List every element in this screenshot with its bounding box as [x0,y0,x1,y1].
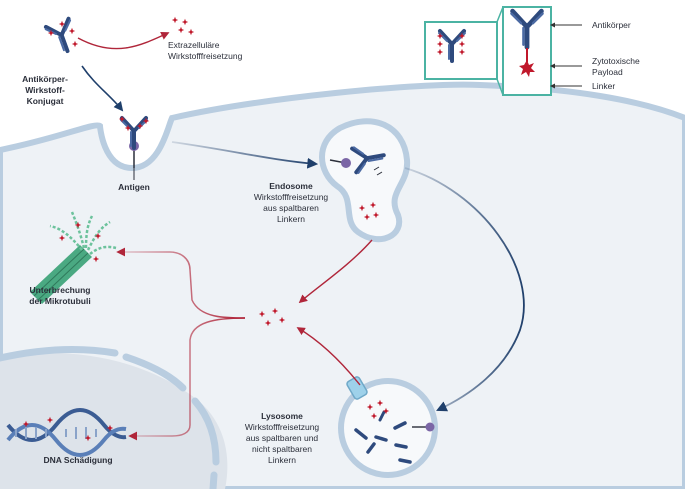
nucleus [0,346,228,489]
label-adc-line1: Antikörper- [22,74,68,84]
label-endosome: Endosome Wirkstofffreisetzung aus spaltb… [254,181,329,224]
adc-endosome [329,140,389,176]
label-endosome-line1: Wirkstofffreisetzung [254,192,329,202]
label-lysosome-line3: nicht spaltbaren [252,444,312,454]
label-endosome-line2: aus spaltbaren [263,203,319,213]
dna-helix [6,408,127,457]
legend-label-payload-line1: Zytotoxische [592,56,640,66]
microtubule [30,211,117,304]
arrow-binding [81,65,124,112]
legend-label-linker: Linker [592,81,615,91]
label-lysosome-line2: aus spaltbaren und [246,433,319,443]
label-extracellular-line2: Wirkstofffreisetzung [168,51,243,61]
label-antigen: Antigen [118,182,150,192]
label-dna: DNA Schädigung [43,455,112,465]
arrow-to-dna [128,317,246,441]
label-extracellular-line1: Extrazelluläre [168,40,220,50]
label-adc-line2: Wirkstoff- [25,85,65,95]
legend-label-antibody: Antikörper [592,20,631,30]
label-microtubule: Unterbrechung der Mikrotubuli [29,285,90,306]
label-lysosome-line1: Wirkstofffreisetzung [245,422,320,432]
endosome [319,118,411,243]
label-endosome-line3: Linkern [277,214,305,224]
extracellular-payload [171,16,195,36]
label-lysosome: Lysosome Wirkstofffreisetzung aus spaltb… [245,411,320,465]
adc-bound-antigen [118,115,150,168]
lysosome [338,378,438,478]
arrow-lysosome-release [296,327,361,386]
label-endosome-title: Endosome [269,181,313,191]
arrow-endosome-release [298,239,373,304]
label-adc-line3: Konjugat [27,96,64,106]
arrow-to-microtubule [116,247,246,319]
arrow-extracellular-release [77,32,170,50]
legend-panel [424,6,582,96]
label-lysosome-title: Lysosome [261,411,303,421]
adc-extracellular [42,16,82,58]
legend-labels: Antikörper Zytotoxische Payload Linker [592,20,640,91]
label-adc: Antikörper- Wirkstoff- Konjugat [22,74,68,106]
lysosome-contents [354,399,435,464]
lysosome-transporter [346,376,368,400]
label-lysosome-line4: Linkern [268,455,296,465]
arrow-internalization [171,141,319,169]
label-microtubule-line2: der Mikrotubuli [29,296,90,306]
arrow-to-lysosome [404,167,525,412]
label-microtubule-line1: Unterbrechung [30,285,91,295]
label-extracellular: Extrazelluläre Wirkstofffreisetzung [168,40,243,61]
legend-label-payload-line2: Payload [592,67,623,77]
